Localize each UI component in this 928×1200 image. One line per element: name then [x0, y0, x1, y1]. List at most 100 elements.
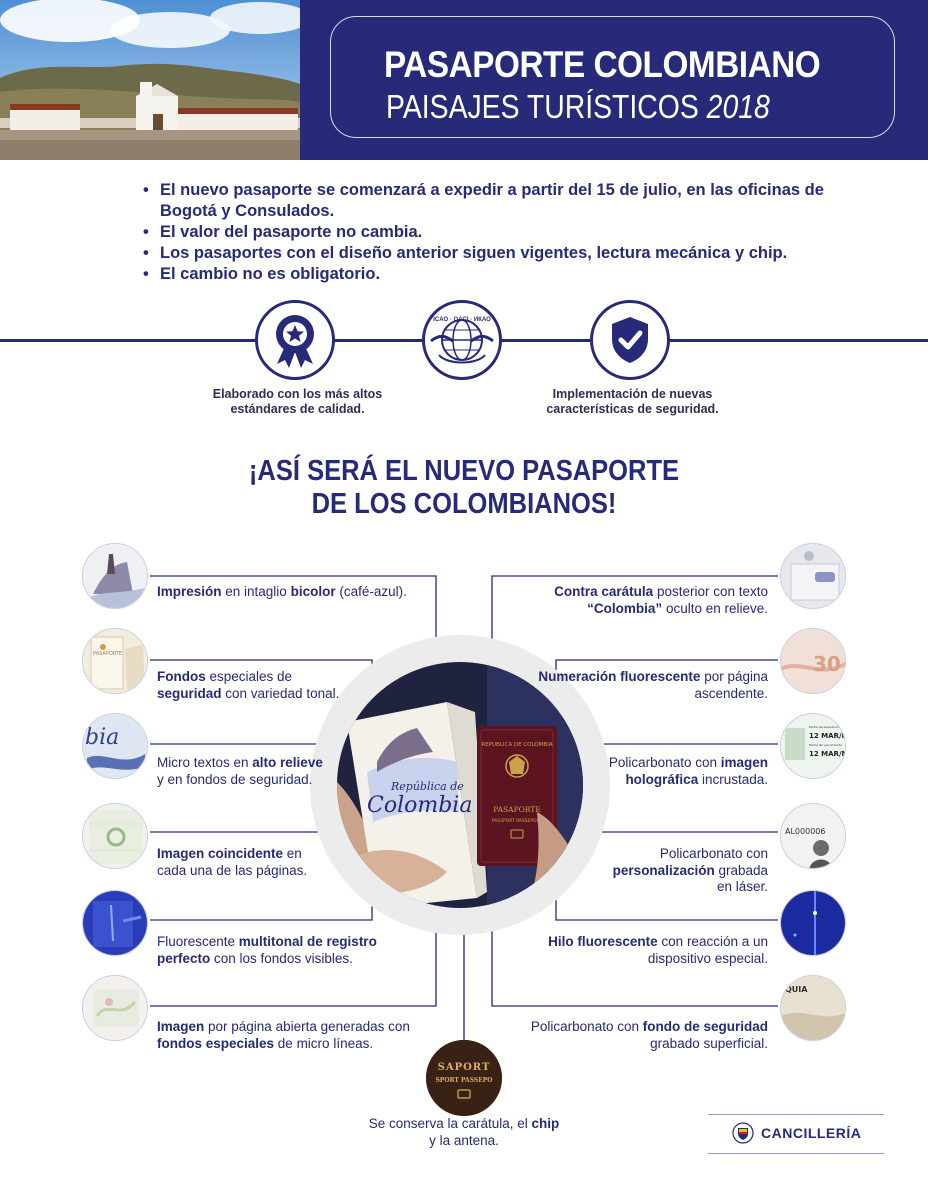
page-script-text: República de	[390, 780, 464, 793]
thumb-code: AL000006	[785, 827, 825, 836]
feature-micro-text: Micro textos en alto relieve y en fondos…	[157, 755, 332, 788]
quality-badge	[255, 300, 335, 380]
subtitle-year: 2018	[706, 88, 770, 125]
fluorescent-multitone-image	[83, 891, 147, 955]
security-caption-line: características de seguridad.	[546, 402, 719, 416]
cover-republic-label: REPUBLICA DE COLOMBIA	[481, 742, 552, 748]
cover-sub-word: SPORT PASSEPO	[435, 1077, 492, 1084]
shield-check-icon	[612, 317, 648, 363]
feature-bold: bicolor	[290, 584, 336, 599]
page-title: PASAPORTE COLOMBIANO	[384, 44, 821, 85]
thumb-fluorescent-thread	[780, 890, 846, 956]
fluorescent-numbering-image: 30	[781, 629, 845, 693]
cover-passport-sub: PASSPORT PASSEPORT	[492, 818, 543, 824]
icao-badge: ICAO · OACI · ИКАО	[422, 300, 502, 380]
feature-text: con reacción a un dispositivo especial.	[647, 934, 768, 966]
feature-text: posterior con texto	[653, 584, 768, 599]
thumb-back-cover	[780, 543, 846, 609]
feature-bold: fondos especiales	[157, 1035, 275, 1051]
feature-text: Policarbonato con	[659, 846, 768, 861]
thumb-fluorescent-numbering: 30	[780, 628, 846, 694]
security-caption-line: Implementación de nuevas	[552, 387, 713, 401]
feature-coincident: Imagen coincidente en cada una de las pá…	[157, 846, 332, 879]
feature-surface: Policarbonato con fondo de seguridad gra…	[498, 1019, 768, 1052]
thumb-coincident-image	[82, 803, 148, 869]
feature-holographic: Policarbonato con imagen holográfica inc…	[598, 755, 768, 788]
quality-caption: Elaborado con los más altos estándares d…	[190, 387, 405, 417]
caption-text: Se conserva la carátula, el	[368, 1116, 532, 1131]
feature-backgrounds: Fondos especiales de seguridad con varie…	[157, 669, 357, 702]
feature-text: por página abierta generadas con	[204, 1019, 410, 1034]
thumb-security-backgrounds: PASAPORTE	[82, 628, 148, 694]
thumb-micro-lines	[82, 975, 148, 1041]
feature-text: grabado superficial.	[650, 1035, 768, 1051]
thumb-issue-date: 12 MAR/M	[809, 732, 846, 740]
bullet-item: El cambio no es obligatorio.	[143, 264, 843, 285]
feature-bold: personalización	[612, 862, 715, 878]
info-bullets: El nuevo pasaporte se comenzará a expedi…	[143, 180, 843, 285]
coat-of-arms-icon	[732, 1122, 754, 1144]
feature-bold: fondo de seguridad	[642, 1019, 768, 1034]
holographic-image: Fecha de expedición 12 MAR/M Fecha de ve…	[781, 714, 846, 778]
thumb-passport-word: PASAPORTE	[93, 651, 122, 657]
thumb-intaglio	[82, 543, 148, 609]
coincident-image	[83, 804, 147, 868]
feature-multitone: Fluorescente multitonal de registro perf…	[157, 934, 382, 967]
quality-caption-line: estándares de calidad.	[230, 402, 365, 416]
feature-text: con los fondos visibles.	[210, 950, 353, 966]
feature-bold: Hilo fluorescente	[548, 934, 658, 949]
feature-text: (café-azul).	[335, 584, 407, 599]
feature-text: especiales de	[205, 669, 293, 684]
feature-text: en intaglio	[221, 584, 291, 599]
intaglio-print-image	[83, 544, 147, 608]
feature-bold: Imagen coincidente	[157, 846, 284, 861]
page-script-title: Colombia	[367, 793, 472, 818]
logo-name: CANCILLERÍA	[761, 1125, 862, 1141]
feature-back-cover: Contra carátula posterior con texto “Col…	[518, 584, 768, 617]
feature-text: y en fondos de seguridad.	[157, 771, 313, 787]
feature-bold: “Colombia”	[587, 600, 663, 616]
feature-bold: Impresión	[157, 584, 222, 599]
feature-bold: Numeración fluorescente	[538, 669, 701, 684]
feature-bold: Fondos	[157, 669, 206, 684]
feature-bold: alto relieve	[252, 755, 323, 770]
micro-text-image: bia	[83, 714, 147, 778]
icao-emblem-icon	[430, 319, 494, 364]
thumb-expiry-date: 12 MAR/M	[809, 750, 846, 758]
thumb-laser-personalization: AL000006	[780, 803, 846, 869]
headline-line: DE LOS COLOMBIANOS!	[311, 488, 617, 520]
caption-bold: chip	[531, 1116, 560, 1131]
feature-bold: seguridad	[157, 685, 222, 701]
feature-text: en cada una de las páginas.	[157, 846, 308, 878]
cover-passport-label: PASAPORTE	[493, 805, 541, 814]
award-ribbon-icon	[276, 315, 314, 368]
feature-bold: Contra carátula	[554, 584, 654, 599]
bullet-item: Los pasaportes con el diseño anterior si…	[143, 243, 843, 264]
feature-text: por página ascendente.	[694, 669, 768, 701]
caption-text: y la antena.	[429, 1132, 499, 1148]
feature-laser: Policarbonato con personalización grabad…	[608, 846, 768, 896]
logo-rule-top	[708, 1114, 884, 1115]
villa-de-leyva-photo	[0, 0, 300, 160]
laser-personalization-image: AL000006	[781, 804, 845, 868]
feature-text: Policarbonato con	[608, 755, 721, 770]
logo-rule-bottom	[708, 1153, 884, 1154]
headline-line: ¡ASÍ SERÁ EL NUEVO PASAPORTE	[248, 455, 680, 487]
cover-thumb: SAPORT SPORT PASSEPO	[426, 1040, 502, 1116]
thumb-micro-text: bia	[82, 713, 148, 779]
header-photo	[0, 0, 300, 160]
thumb-issue-label: Fecha de expedición	[809, 725, 840, 729]
security-background-image: PASAPORTE	[83, 629, 147, 693]
feature-text: Policarbonato con	[530, 1019, 643, 1034]
cover-caption: Se conserva la carátula, el chip y la an…	[364, 1116, 564, 1149]
feature-text: Micro textos en	[157, 755, 253, 770]
fluorescent-thread-image	[781, 891, 845, 955]
feature-bold: Imagen	[157, 1019, 205, 1034]
thumb-number: 30	[813, 652, 841, 676]
micro-lines-image	[83, 976, 147, 1040]
feature-intaglio: Impresión en intaglio bicolor (café-azul…	[157, 584, 407, 601]
feature-micro-lines: Imagen por página abierta generadas con …	[157, 1019, 432, 1052]
section-headline: ¡ASÍ SERÁ EL NUEVO PASAPORTE DE LOS COLO…	[56, 455, 873, 521]
cover-chip-image: SAPORT SPORT PASSEPO	[426, 1040, 502, 1116]
banner-frame	[330, 16, 895, 138]
